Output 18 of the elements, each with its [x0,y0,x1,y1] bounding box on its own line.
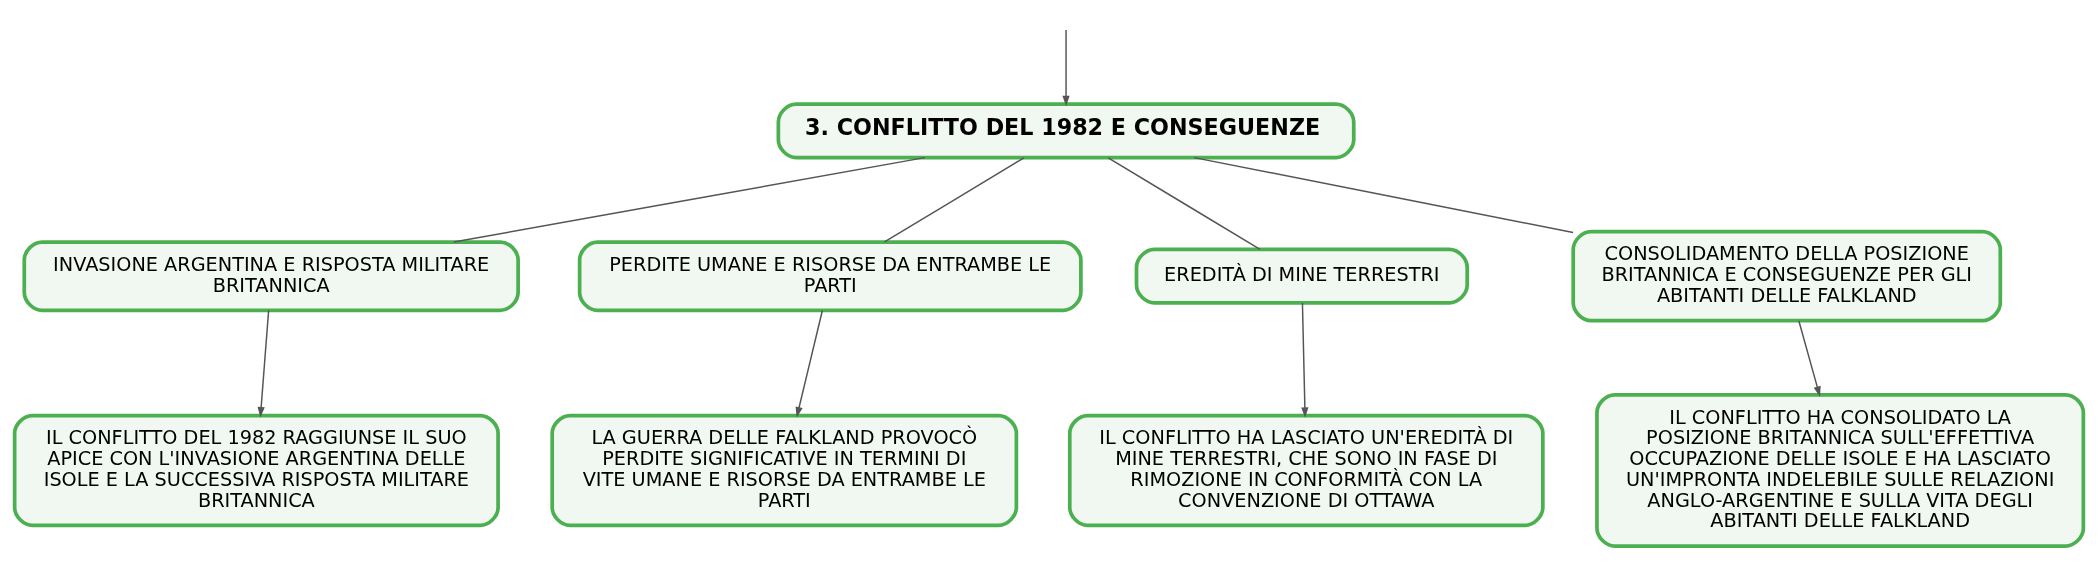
node-box: CONSOLIDAMENTO DELLA POSIZIONE BRITANNICA E CONSEGUENZE PER GLI ABITANTI DELLE FALKLAND [1571,229,2003,322]
node-box: 3. CONFLITTO DEL 1982 E CONSEGUENZE [776,101,1356,159]
arrow [1062,28,1070,106]
connector [453,156,926,243]
node-box: EREDITÀ DI MINE TERRESTRI [1134,247,1470,305]
node-box: PERDITE UMANE E RISORSE DA ENTRAMBE LE PARTI [577,239,1083,312]
connector [1107,156,1261,250]
node-box: IL CONFLITTO DEL 1982 RAGGIUNSE IL SUO APICE CON L'INVASIONE ARGENTINA DELLE ISOLE E LA SUCCESSIVA RISPOSTA MILITARE BRITANNICA [12,413,500,527]
arrow [1798,319,1821,397]
node-box: IL CONFLITTO HA LASCIATO UN'EREDITÀ DI MINE TERRESTRI, CHE SONO IN FASE DI RIMOZIONE IN CONFORMITÀ CON LA CONVENZIONE DI OTTAWA [1067,413,1545,527]
node-box: INVASIONE ARGENTINA E RISPOSTA MILITARE BRITANNICA [22,239,520,312]
node-box: IL CONFLITTO HA CONSOLIDATO LA POSIZIONE BRITANNICA SULL'EFFETTIVA OCCUPAZIONE DELLE ISOLE E HA LASCIATO UN'IMPRONTA INDELEBILE SULLE RELAZIONI ANGLO-ARGENTINE E SULLA VITA DEGLI ABITANTI DELLE FALKLAND [1595,392,2086,548]
arrow [795,309,824,417]
node-box: LA GUERRA DELLE FALKLAND PROVOCÒ PERDITE SIGNIFICATIVE IN TERMINI DI VITE UMANE E RISORSE DA ENTRAMBE LE PARTI [550,413,1019,527]
connector [883,156,1025,243]
arrow [257,309,270,417]
connector [1193,156,1574,233]
arrow [1301,301,1309,418]
